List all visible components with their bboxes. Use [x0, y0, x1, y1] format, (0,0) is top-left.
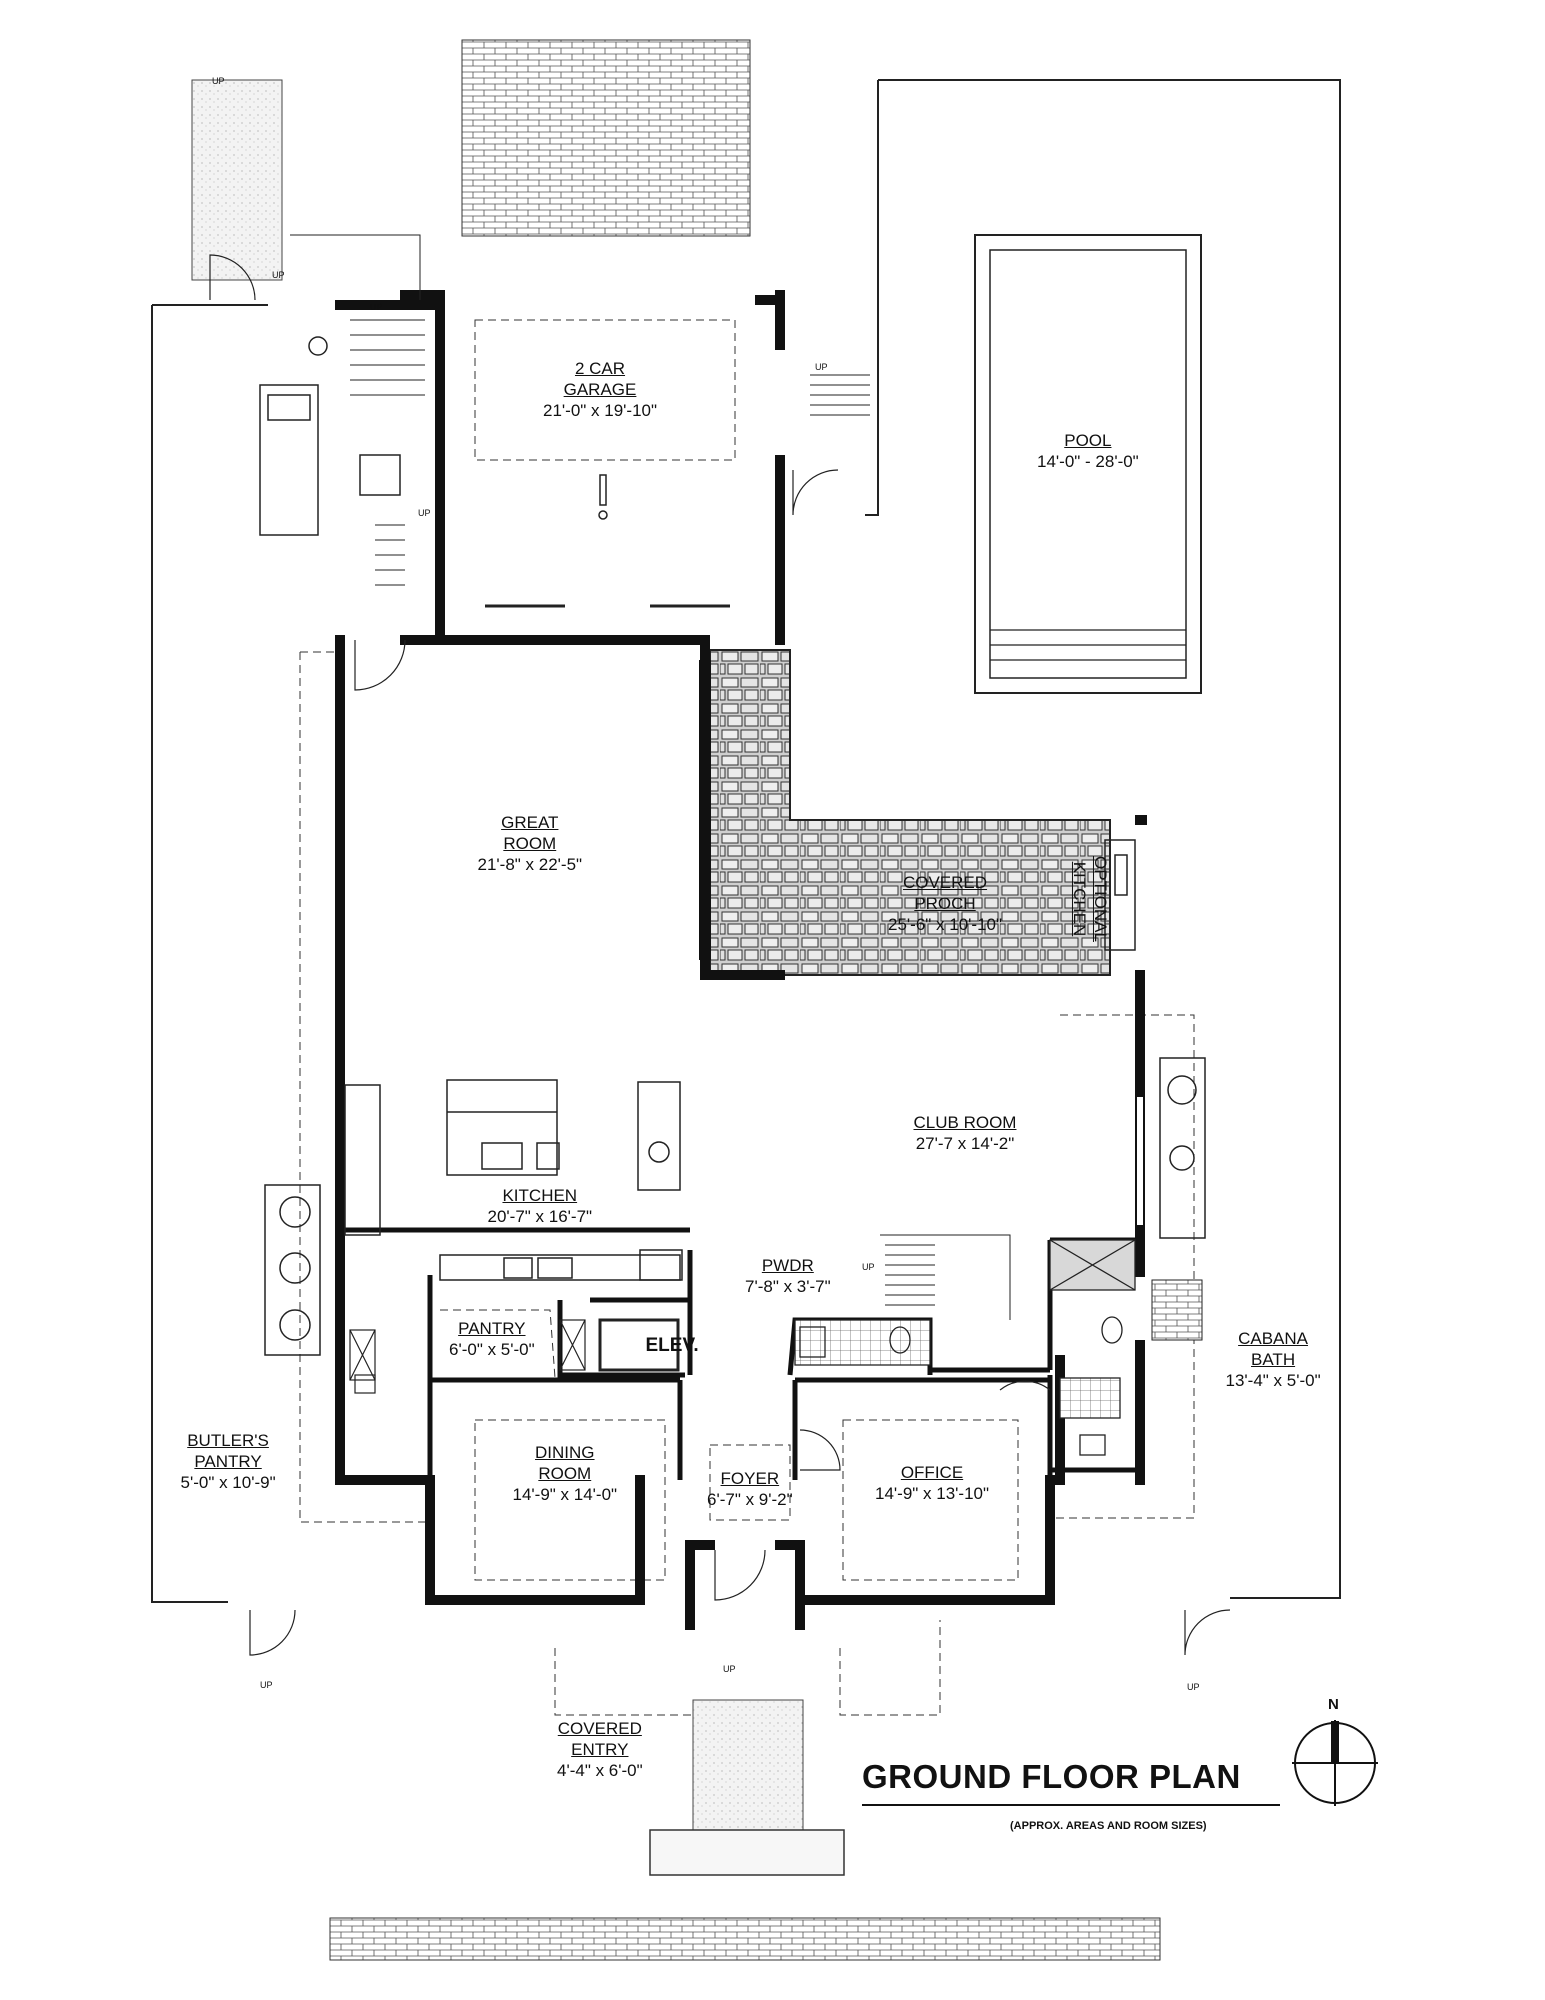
room-dims: 13'-4" x 5'-0"	[1225, 1371, 1321, 1390]
room-name: PWDR	[761, 1256, 814, 1275]
room-name: GARAGE	[563, 380, 637, 399]
elevator-box	[598, 1318, 680, 1372]
outdoor-table-left	[259, 336, 328, 536]
room-label-pantry: PANTRY 6'-0" x 5'-0"	[449, 1318, 535, 1360]
kitchen-counters	[344, 1084, 683, 1281]
north-label: N	[1328, 1696, 1339, 1713]
room-dims: 21'-0" x 19'-10"	[543, 401, 658, 420]
room-label-great-room: GREAT ROOM 21'-8" x 22'-5"	[478, 812, 583, 875]
room-dims: 21'-8" x 22'-5"	[477, 855, 583, 874]
stairs-central	[880, 1234, 1011, 1320]
pwdr-fixtures	[794, 1319, 931, 1366]
room-name: BUTLER'S	[187, 1431, 269, 1450]
room-dims: 6'-0" x 5'-0"	[449, 1340, 535, 1359]
room-dims: 14'-9" x 14'-0"	[512, 1485, 618, 1504]
room-label-garage: 2 CAR GARAGE 21'-0" x 19'-10"	[543, 358, 657, 421]
room-name: KITCHEN	[502, 1186, 578, 1205]
room-name: ELEV.	[645, 1335, 699, 1356]
room-dims: 20'-7" x 16'-7"	[487, 1207, 593, 1226]
room-name: BATH	[1251, 1350, 1296, 1369]
room-label-foyer: FOYER 6'-7" x 9'-2"	[707, 1468, 793, 1510]
stair-up-label: UP	[815, 362, 828, 372]
room-label-elevator: ELEV.	[646, 1335, 699, 1356]
front-walk	[692, 1699, 804, 1831]
room-name: PANTRY	[458, 1319, 526, 1338]
room-label-covered-porch: COVERED PROCH 25'-6" x 10'-10"	[888, 872, 1002, 935]
deck-outline-right	[878, 79, 1341, 1599]
stairs-cabana	[1151, 1279, 1203, 1341]
pantry-box	[349, 1319, 586, 1394]
front-step	[649, 1829, 845, 1876]
room-name: FOYER	[720, 1469, 780, 1488]
stair-up-label: UP	[1187, 1682, 1200, 1692]
stair-up-label: UP	[260, 1680, 273, 1690]
driveway-pavers	[461, 39, 751, 237]
room-label-covered-entry: COVERED ENTRY 4'-4" x 6'-0"	[557, 1718, 643, 1781]
room-dims: 5'-0" x 10'-9"	[180, 1473, 276, 1492]
outdoor-equipment-right	[1104, 839, 1206, 1239]
room-dims: 27'-7 x 14'-2"	[915, 1134, 1015, 1153]
deck-outline-left	[151, 304, 268, 1603]
room-dims: 7'-8" x 3'-7"	[745, 1277, 831, 1296]
room-label-kitchen: KITCHEN 20'-7" x 16'-7"	[488, 1185, 593, 1227]
stair-up-label: UP	[418, 508, 431, 518]
room-name: KITCHEN	[1069, 861, 1089, 937]
stair-up-label: UP	[272, 270, 285, 280]
plan-title: GROUND FLOOR PLAN	[862, 1758, 1241, 1795]
room-name: OFFICE	[900, 1463, 964, 1482]
side-walk	[191, 79, 283, 281]
room-label-dining-room: DINING ROOM 14'-9" x 14'-0"	[513, 1442, 618, 1505]
room-name: PROCH	[914, 894, 976, 913]
room-label-optional-kitchen: OPTIONAL KITCHEN	[1069, 856, 1111, 942]
room-name: CABANA	[1238, 1329, 1309, 1348]
sidewalk-pavers	[329, 1917, 1161, 1961]
window-lines	[335, 660, 1145, 1605]
room-name: OPTIONAL	[1090, 856, 1110, 942]
room-name: DINING	[535, 1443, 595, 1462]
room-dims: 25'-6" x 10'-10"	[888, 915, 1003, 934]
cabana-fixtures	[1049, 1239, 1136, 1456]
deck-outline-inner	[865, 80, 879, 516]
plan-subtitle: (APPROX. AREAS AND ROOM SIZES)	[1010, 1820, 1207, 1832]
room-name: GREAT	[501, 813, 559, 832]
room-label-office: OFFICE 14'-9" x 13'-10"	[875, 1462, 989, 1504]
room-label-pool: POOL 14'-0" - 28'-0"	[1037, 430, 1139, 472]
stairs-garage	[290, 234, 870, 586]
room-name: COVERED	[557, 1719, 642, 1738]
door-swings	[209, 254, 1231, 1656]
room-dims: 14'-9" x 13'-10"	[875, 1484, 990, 1503]
room-name: PANTRY	[194, 1452, 262, 1471]
room-name: ROOM	[503, 834, 557, 853]
stair-up-label: UP	[862, 1262, 875, 1272]
room-name: ROOM	[538, 1464, 592, 1483]
kitchen-island	[446, 1079, 681, 1191]
pool-steps	[990, 629, 1186, 661]
room-dims: 14'-0" - 28'-0"	[1037, 452, 1139, 471]
north-arrow	[1292, 1720, 1378, 1806]
room-dims: 4'-4" x 6'-0"	[557, 1761, 643, 1780]
room-label-cabana-bath: CABANA BATH 13'-4" x 5'-0"	[1226, 1328, 1321, 1391]
room-name: COVERED	[902, 873, 988, 892]
room-name: POOL	[1064, 431, 1112, 450]
outdoor-grills	[264, 1184, 321, 1356]
stair-up-label: UP	[723, 1664, 736, 1674]
room-label-butlers-pantry: BUTLER'S PANTRY 5'-0" x 10'-9"	[181, 1430, 276, 1493]
stair-up-label: UP	[370, 302, 383, 312]
overhang-dashed-lines	[299, 319, 1195, 1716]
garage-details	[359, 454, 730, 608]
room-name: 2 CAR	[574, 359, 626, 378]
pool-basin	[989, 249, 1187, 679]
room-label-club-room: CLUB ROOM 27'-7 x 14'-2"	[914, 1112, 1017, 1154]
stair-up-label: UP	[212, 76, 225, 86]
room-name: ENTRY	[571, 1740, 629, 1759]
room-dims: 6'-7" x 9'-2"	[707, 1490, 793, 1509]
room-label-powder: PWDR 7'-8" x 3'-7"	[745, 1255, 831, 1297]
room-name: CLUB ROOM	[913, 1113, 1017, 1132]
porch-column	[1135, 815, 1147, 825]
